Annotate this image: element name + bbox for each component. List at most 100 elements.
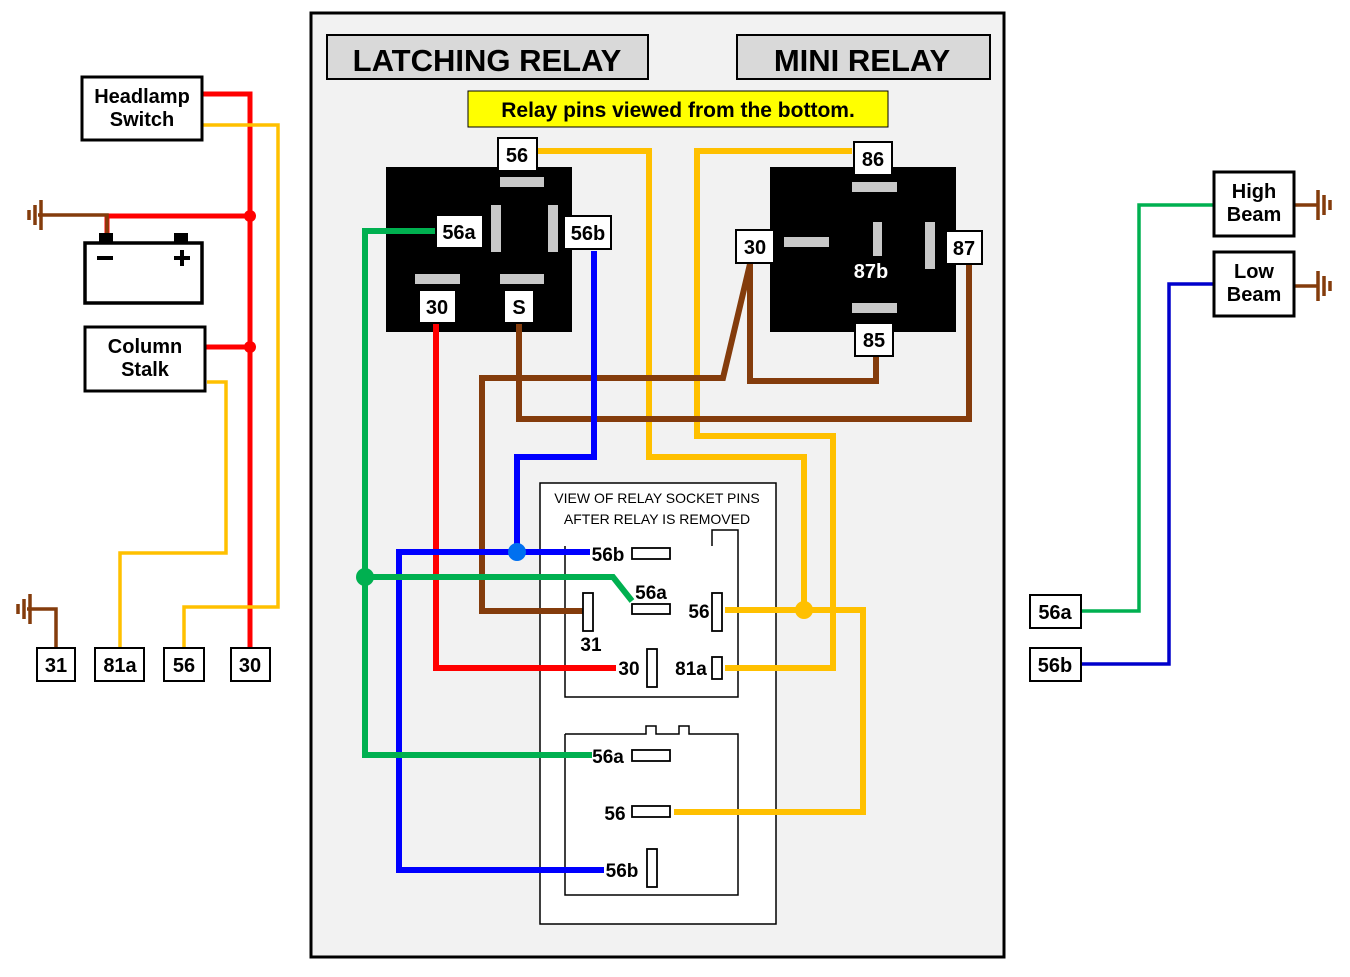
battery-ground-icon — [27, 200, 43, 230]
mini-pin-87b-label: 87b — [854, 261, 888, 283]
mini-pin-87b-blade — [873, 222, 882, 256]
latching-pin-56-blade — [500, 177, 544, 187]
terminal-right-56a-label: 56a — [1038, 602, 1072, 624]
mini-relay-title: MINI RELAY — [774, 43, 951, 78]
mini-pin-87-blade — [925, 222, 935, 269]
socket-caption-line2: AFTER RELAY IS REMOVED — [564, 511, 750, 527]
terminal-right-56b-label: 56b — [1038, 655, 1072, 677]
socket-lower-56a-pin — [631, 749, 671, 762]
green-wires — [362, 228, 635, 758]
upper-socket-outline — [564, 529, 739, 698]
battery-icon — [83, 233, 204, 305]
terminal-56-label: 56 — [173, 655, 195, 677]
mini-pin-87-tag — [945, 230, 983, 265]
mini-pin-87-label: 87 — [953, 238, 975, 260]
high-beam-label-2: Beam — [1227, 204, 1281, 226]
terminal-31-label: 31 — [45, 655, 67, 677]
latching-pin-56b-blade — [548, 205, 558, 252]
mini-pin-30-label: 30 — [744, 237, 766, 259]
socket-upper-31-label: 31 — [580, 635, 602, 656]
lower-socket-outline — [564, 725, 739, 896]
low-beam-ground-icon — [1316, 271, 1332, 301]
high-beam-label-1: High — [1232, 181, 1276, 203]
latching-title-box — [326, 34, 649, 80]
brown-wires — [479, 263, 972, 614]
latching-pin-56a-tag — [435, 214, 484, 249]
blue-wire-low-beam — [1081, 282, 1214, 666]
red-wire-30-to-socket — [433, 323, 616, 671]
low-beam-box — [1212, 250, 1296, 318]
yellow-wires-left — [118, 123, 280, 648]
green-wire-high-beam — [1081, 203, 1214, 613]
mini-pin-30-blade — [784, 237, 829, 247]
column-stalk-label-2: Stalk — [121, 359, 170, 381]
socket-upper-56-pin — [711, 592, 723, 632]
socket-lower-56a-label: 56a — [592, 747, 624, 768]
socket-upper-81a-label: 81a — [675, 659, 707, 680]
socket-upper-30-pin — [646, 648, 658, 688]
socket-upper-56b-pin — [631, 547, 671, 560]
latching-pin-56-label: 56 — [506, 145, 528, 167]
latching-pin-s-tag — [503, 289, 535, 324]
terminal-right-56b-box — [1029, 647, 1082, 682]
column-stalk-box — [83, 325, 207, 393]
terminal-right-56a-box — [1029, 594, 1082, 629]
mini-pin-85-tag — [854, 322, 894, 357]
socket-upper-56-label: 56 — [688, 602, 709, 623]
latching-pin-56-tag — [497, 137, 538, 172]
mini-pin-86-tag — [853, 141, 893, 176]
yellow-junction-56 — [795, 601, 813, 619]
bottom-view-note-box — [467, 90, 889, 128]
mini-pin-85-label: 85 — [863, 330, 885, 352]
latching-pin-s-label: S — [512, 297, 525, 319]
low-beam-label-2: Beam — [1227, 284, 1281, 306]
high-beam-box — [1212, 170, 1296, 238]
socket-upper-31-pin — [582, 592, 594, 632]
socket-lower-56-label: 56 — [604, 804, 625, 825]
socket-lower-56-pin — [631, 805, 671, 818]
red-junction-stalk — [244, 341, 256, 353]
high-beam-ground-icon — [1316, 190, 1332, 220]
mini-pin-30-tag — [735, 229, 775, 264]
bottom-view-note: Relay pins viewed from the bottom. — [501, 99, 855, 122]
latching-relay-body — [386, 167, 572, 332]
socket-lower-56b-label: 56b — [606, 861, 639, 882]
terminal-31-box — [36, 647, 76, 682]
red-junction-battery — [244, 210, 256, 222]
terminal-81a-box — [94, 647, 145, 682]
terminal-30-label: 30 — [239, 655, 261, 677]
terminal-31-ground-icon — [16, 594, 32, 624]
terminal-81a-label: 81a — [103, 655, 137, 677]
headlamp-switch-box — [80, 75, 204, 142]
latching-pin-s-blade — [500, 274, 544, 284]
column-stalk-label-1: Column — [108, 336, 182, 358]
latching-pin-30-label: 30 — [426, 297, 448, 319]
blue-wires — [396, 251, 604, 873]
socket-upper-56a-label: 56a — [635, 583, 667, 604]
latching-relay-title: LATCHING RELAY — [353, 43, 622, 78]
blue-junction-56b — [508, 543, 526, 561]
headlamp-switch-label-1: Headlamp — [94, 86, 190, 108]
latching-pin-56b-label: 56b — [571, 223, 605, 245]
socket-upper-56b-label: 56b — [592, 545, 625, 566]
latching-pin-56b-tag — [563, 215, 612, 250]
mini-pin-85-blade — [852, 303, 897, 313]
terminal-56-box — [163, 647, 205, 682]
low-beam-label-1: Low — [1234, 261, 1274, 283]
terminal-30-box — [230, 647, 271, 682]
latching-pin-56a-blade — [491, 205, 501, 252]
mini-pin-86-label: 86 — [862, 149, 884, 171]
latching-pin-30-blade — [415, 274, 460, 284]
socket-upper-81a-pin — [711, 656, 723, 680]
socket-upper-56a-pin — [631, 603, 671, 615]
yellow-wires-panel — [537, 148, 866, 815]
latching-pin-56a-label: 56a — [442, 222, 476, 244]
socket-lower-56b-pin — [646, 848, 658, 888]
socket-upper-30-label: 30 — [618, 659, 639, 680]
brown-ground-wires — [27, 203, 1318, 648]
headlamp-switch-label-2: Switch — [110, 109, 174, 131]
mini-title-box — [736, 34, 991, 80]
mini-pin-86-blade — [852, 182, 897, 192]
latching-pin-30-tag — [418, 289, 457, 324]
